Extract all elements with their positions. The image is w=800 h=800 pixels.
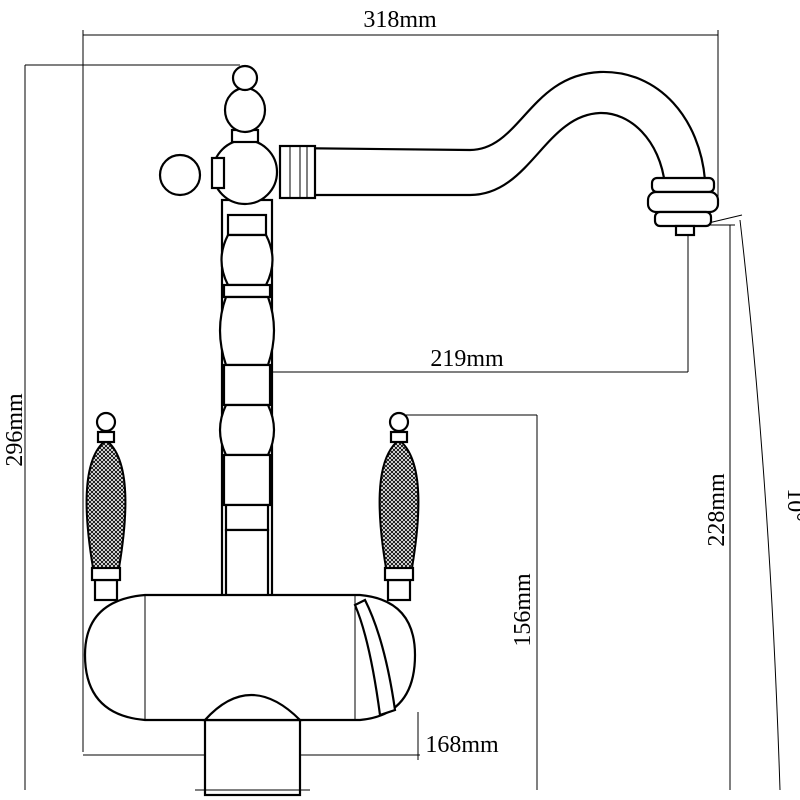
- dimension-angle-10: 10°: [699, 214, 800, 791]
- left-handle[interactable]: [85, 411, 127, 602]
- dimension-label-318: 318mm: [363, 7, 437, 33]
- faucet-column: [218, 198, 276, 612]
- dimension-296: 296mm: [2, 64, 240, 790]
- dimension-219: 219mm: [245, 235, 689, 373]
- dimension-318: 318mm: [82, 7, 719, 752]
- dimension-label-228: 228mm: [704, 473, 730, 547]
- dimension-228: 228mm: [695, 224, 735, 790]
- dimension-label-168: 168mm: [425, 732, 499, 758]
- dimension-label-296: 296mm: [2, 393, 28, 467]
- dimension-156: 156mm: [400, 414, 538, 790]
- faucet-cross-body: [158, 64, 279, 206]
- dimension-label-219: 219mm: [430, 346, 504, 372]
- faucet-spout: [278, 70, 720, 237]
- faucet-base: [195, 713, 310, 797]
- faucet-body: [83, 593, 417, 722]
- dimension-label-156: 156mm: [510, 573, 536, 647]
- dimension-label-10deg: 10°: [782, 488, 800, 522]
- right-handle[interactable]: [378, 411, 420, 602]
